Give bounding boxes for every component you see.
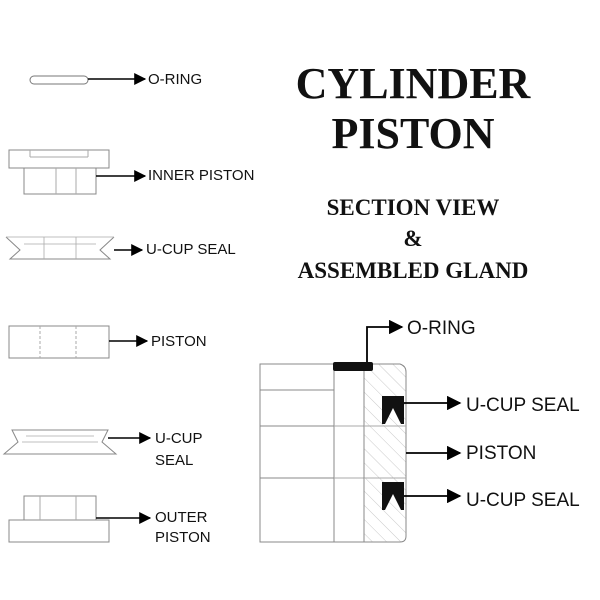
assembly-o-ring [333, 362, 373, 371]
label-assembly-u-cup-bottom: U-CUP SEAL [466, 490, 580, 511]
label-assembly-o-ring: O-RING [407, 318, 476, 339]
title-line1: CYLINDER [296, 59, 532, 108]
label-assembly-piston: PISTON [466, 443, 536, 464]
label-inner-piston: INNER PISTON [148, 167, 254, 184]
label-u-cup-seal-2-line2: SEAL [155, 452, 193, 469]
assembly-u-cup-top [382, 396, 404, 424]
arrow-assembly-o-ring [366, 319, 404, 362]
part-outer-piston: OUTER PISTON [8, 495, 211, 546]
part-o-ring: O-RING [29, 71, 202, 88]
subtitle-line1: SECTION VIEW [327, 195, 500, 220]
label-u-cup-seal-1: U-CUP SEAL [146, 241, 236, 258]
assembly-gland [363, 363, 407, 543]
label-o-ring: O-RING [148, 71, 202, 88]
assembly-u-cup-bottom [382, 482, 404, 510]
title-block: CYLINDER PISTON SECTION VIEW & ASSEMBLED… [296, 59, 532, 283]
label-piston: PISTON [151, 333, 207, 350]
assembly-mid-column [333, 363, 365, 543]
assembly-block-4 [259, 477, 335, 543]
subtitle-line3: ASSEMBLED GLAND [298, 258, 529, 283]
label-outer-piston-line1: OUTER [155, 509, 208, 526]
label-outer-piston-line2: PISTON [155, 529, 211, 546]
assembly-block-3 [259, 425, 335, 479]
assembled-section: O-RING U-CUP SEAL PISTON U-CUP SEAL [259, 318, 580, 543]
assembly-block-1 [259, 363, 335, 391]
label-assembly-u-cup-top: U-CUP SEAL [466, 395, 580, 416]
assembly-block-2 [259, 389, 335, 427]
part-u-cup-seal-2: U-CUP SEAL [2, 429, 203, 469]
title-line2: PISTON [331, 109, 494, 158]
label-u-cup-seal-2-line1: U-CUP [155, 430, 203, 447]
part-inner-piston: INNER PISTON [8, 149, 254, 195]
part-piston: PISTON [8, 325, 207, 359]
part-u-cup-seal-1: U-CUP SEAL [5, 236, 236, 260]
subtitle-line2: & [403, 226, 422, 251]
